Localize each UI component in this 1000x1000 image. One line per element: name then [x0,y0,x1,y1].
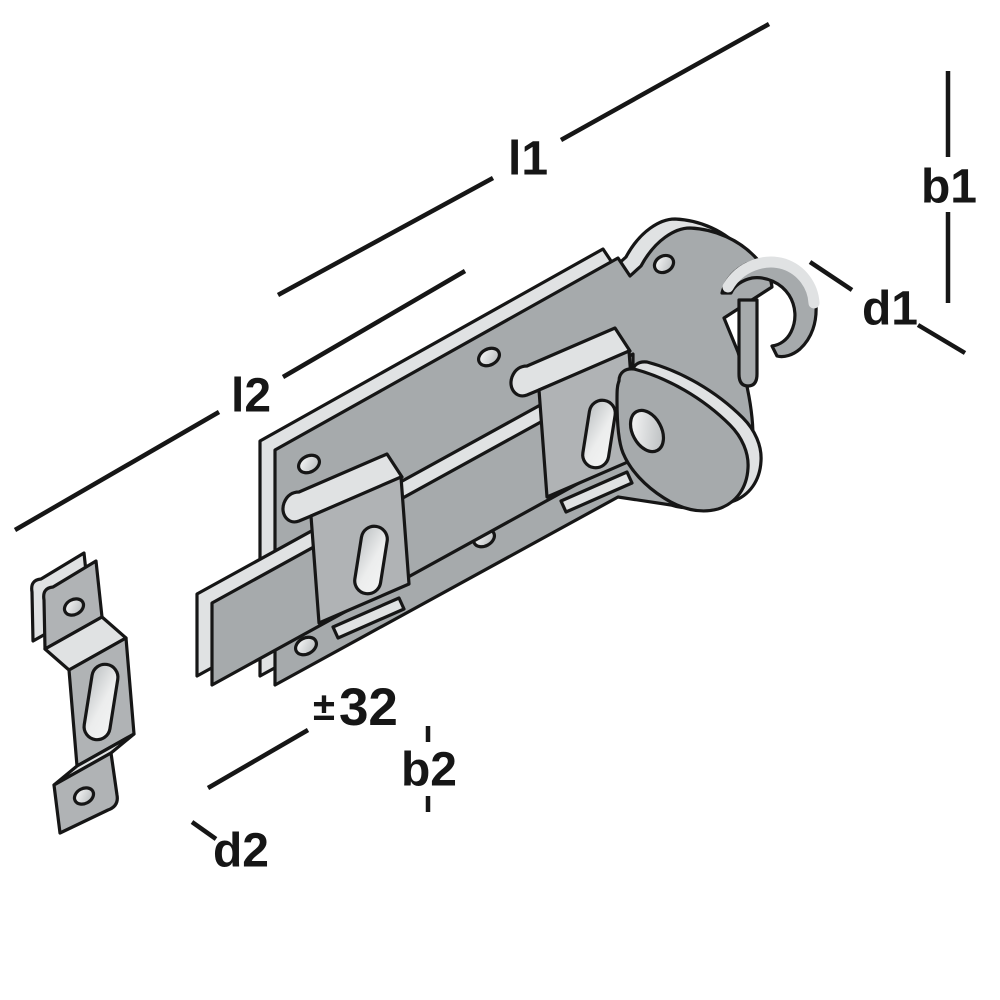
label-l1: l1 [508,133,548,186]
screw-hole-plate-lower-left [293,635,319,657]
keeper-screw-hole-bottom [72,786,96,806]
guide-staple-right-bottom-tab [559,470,634,514]
screw-hole-plate-end-lobe [652,253,676,275]
label-l2: l2 [231,370,271,423]
dim-line-offset-32 [206,728,310,790]
screw-hole-plate-upper-mid [476,346,502,368]
bolt-hook-highlight [722,256,820,309]
guide-staple-left-top-bend [281,452,404,524]
dim-line-d1-upper [808,260,854,292]
label-b1: b1 [921,161,977,214]
dim-line-l2-lower [13,410,221,532]
guide-staple-right-top-bend [509,326,632,398]
dim-line-d1-lower [916,323,967,355]
keeper-slot [82,662,120,742]
label-d2: d2 [213,825,269,878]
dim-line-l1-upper [559,22,771,142]
staple-slot-right [581,398,617,470]
label-offset-32: ±32 [313,678,398,737]
label-d1: d1 [862,283,918,336]
screw-hole-plate-upper-left [296,453,322,475]
bolt-tip-rod [737,298,759,388]
dim-line-l2-upper [281,269,467,379]
dim-line-l1-lower [276,176,495,297]
knob-finger-hole [628,408,666,454]
dim-tick-d2 [190,820,218,841]
label-offset-value: 32 [339,678,398,737]
staple-slot-left [353,524,389,596]
label-offset-plusminus: ± [313,685,335,729]
label-b2: b2 [401,744,457,797]
keeper-screw-hole-top [62,597,86,617]
guide-staple-left-bottom-tab [331,596,406,640]
